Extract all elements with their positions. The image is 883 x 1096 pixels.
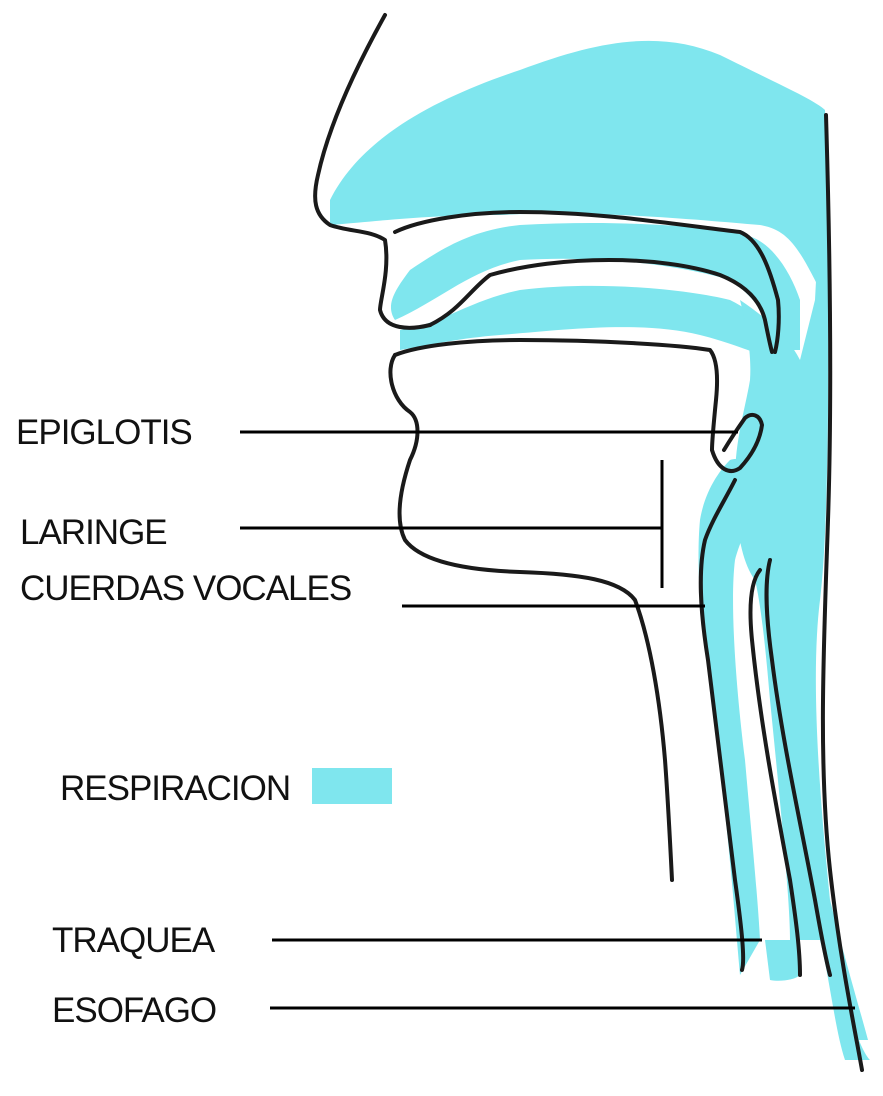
respiracion-swatch (312, 768, 392, 804)
label-cuerdas-vocales: CUERDAS VOCALES (20, 569, 351, 608)
label-traquea: TRAQUEA (52, 921, 216, 960)
label-epiglotis: EPIGLOTIS (16, 413, 192, 452)
oral-upper (400, 286, 780, 360)
label-laringe: LARINGE (20, 513, 167, 552)
chin-outline (390, 355, 672, 880)
label-esofago: ESOFAGO (52, 991, 216, 1030)
airway-regions (312, 41, 870, 1060)
labels: EPIGLOTIS LARINGE CUERDAS VOCALES RESPIR… (16, 413, 351, 1030)
esophagus-lower (765, 940, 800, 981)
label-respiracion: RESPIRACION (60, 769, 290, 808)
